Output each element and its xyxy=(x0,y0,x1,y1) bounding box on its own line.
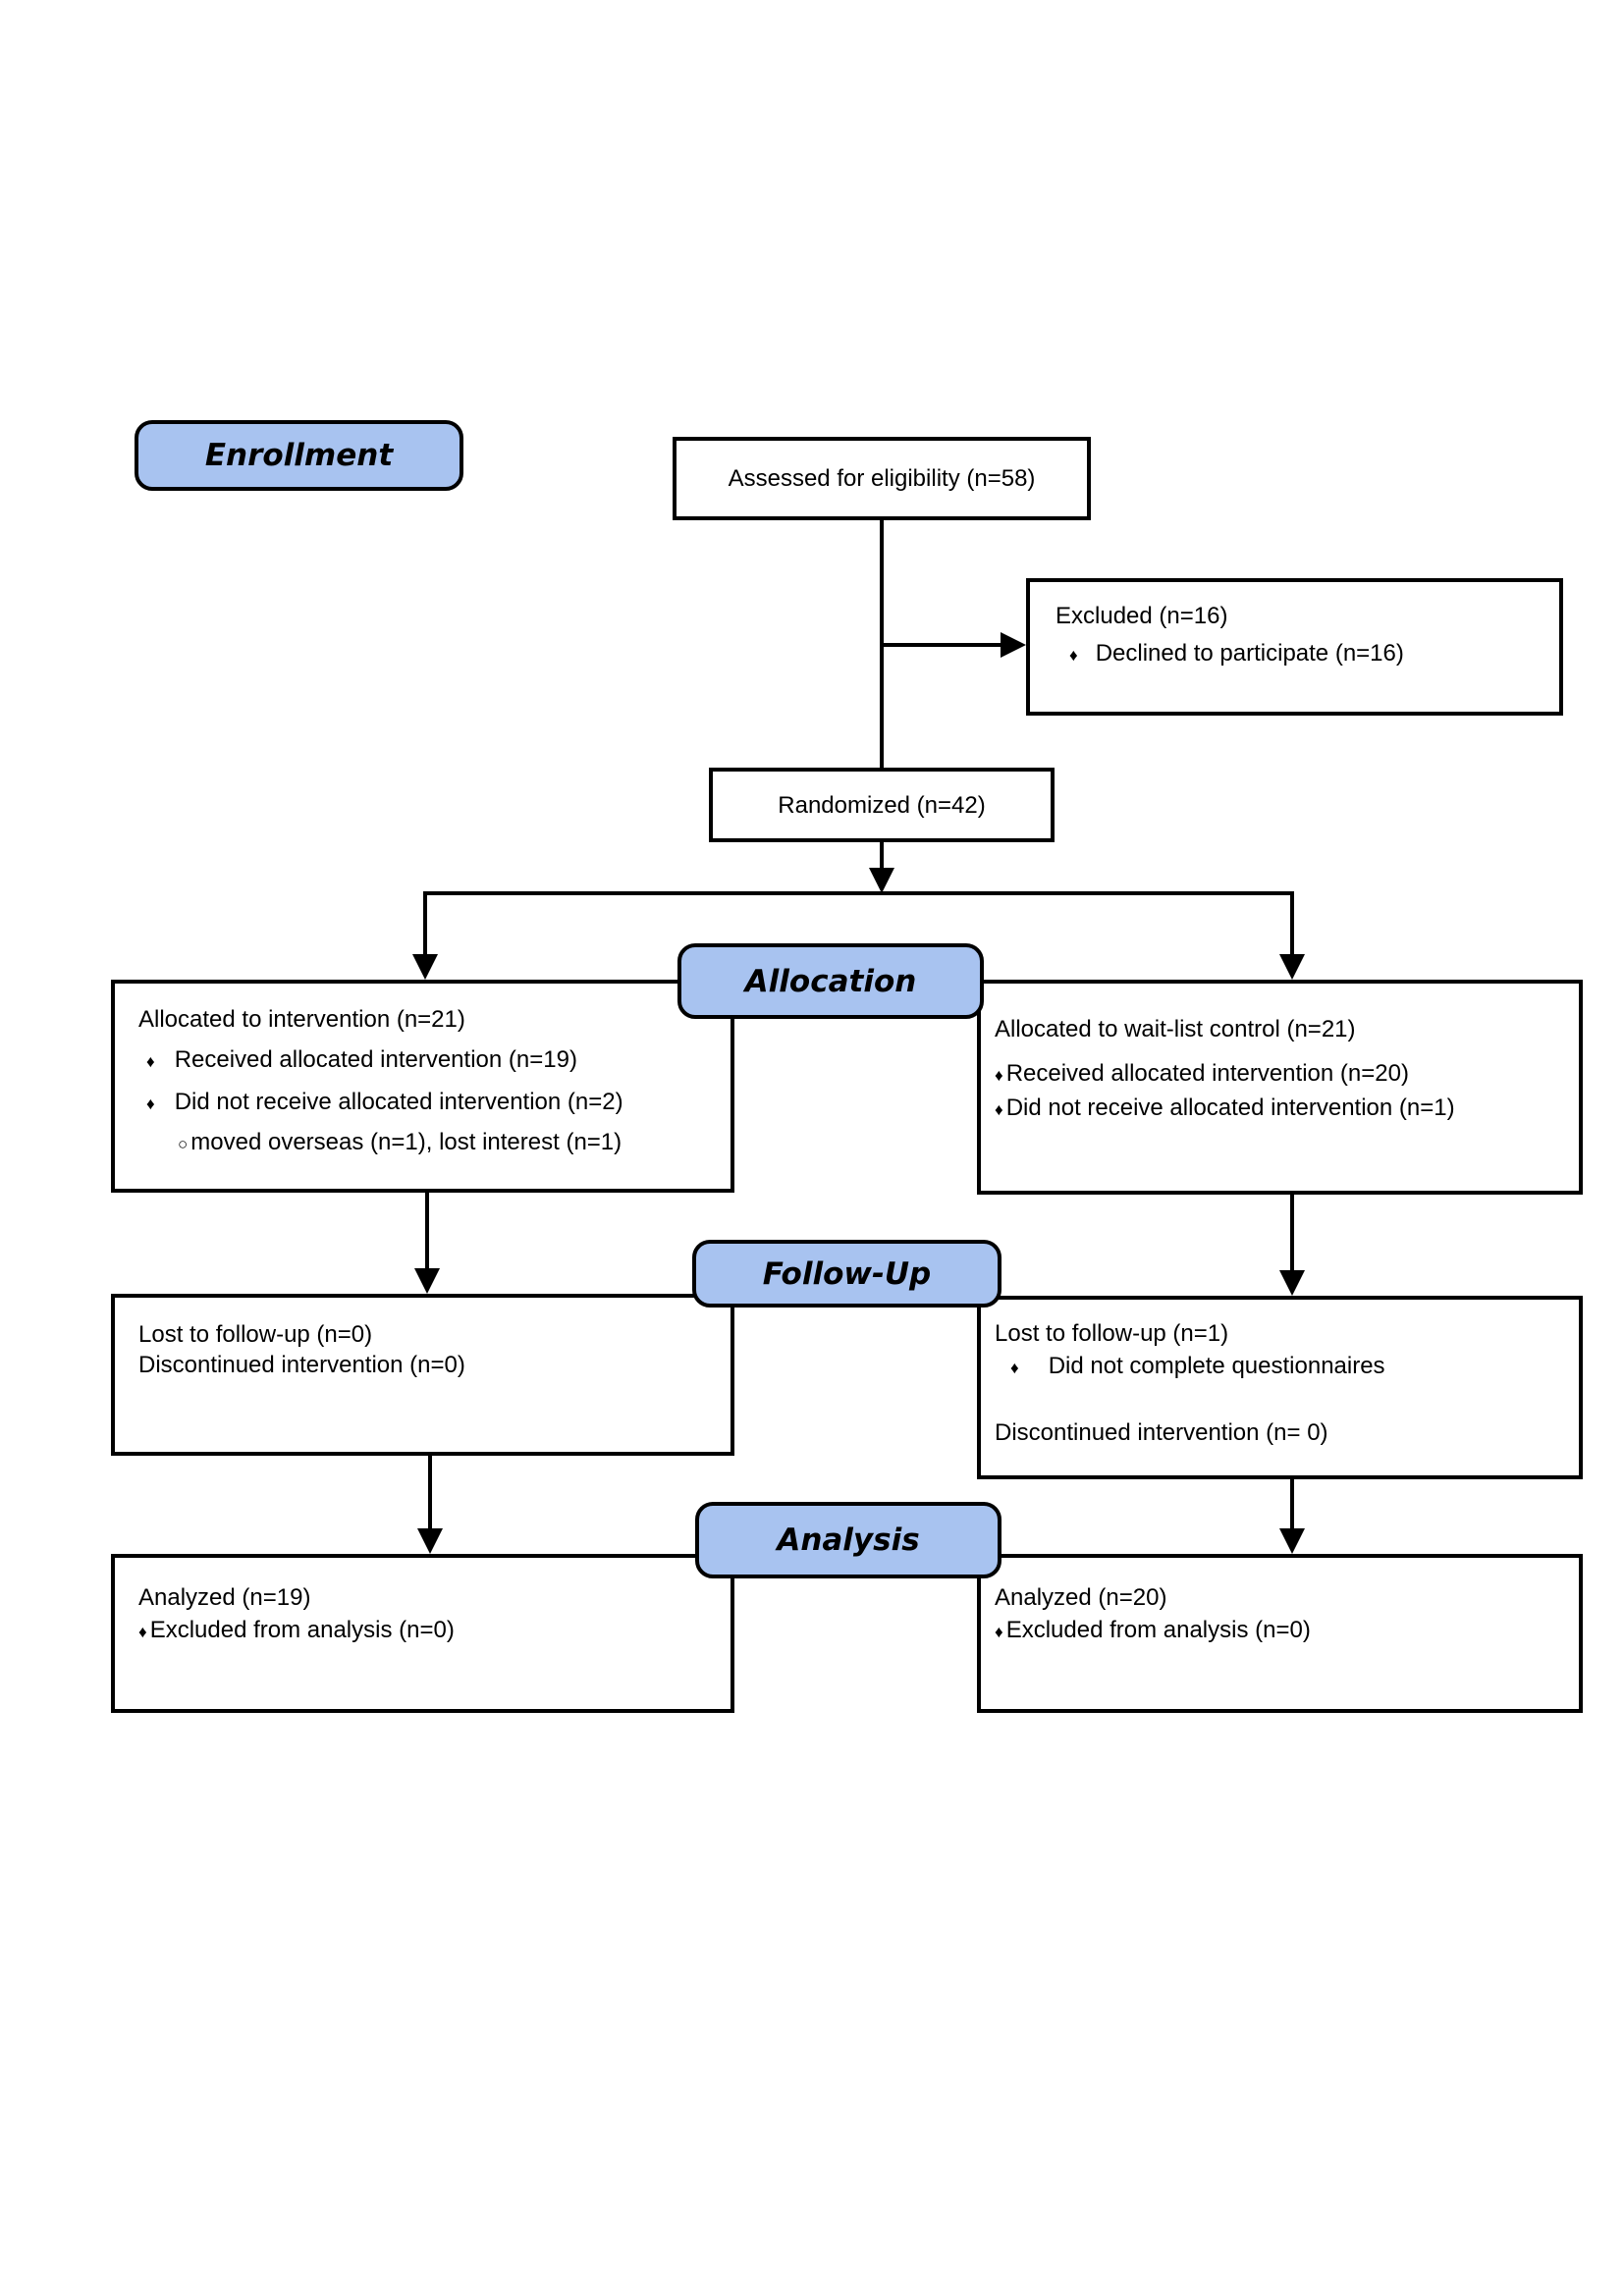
excluded-title: Excluded (n=16) xyxy=(1056,603,1228,629)
diamond-bullet-icon: ♦ xyxy=(146,1052,155,1071)
assessed-box: Assessed for eligibility (n=58) xyxy=(673,437,1091,520)
stage-analysis-label: Analysis xyxy=(777,1522,920,1558)
analysis-right-item-row: ♦ Excluded from analysis (n=0) xyxy=(995,1614,1573,1648)
followup-right-line2: Discontinued intervention (n= 0) xyxy=(995,1419,1328,1446)
followup-left-line2: Discontinued intervention (n=0) xyxy=(138,1352,465,1378)
diamond-bullet-icon: ♦ xyxy=(146,1095,155,1113)
diamond-bullet-icon: ♦ xyxy=(995,1623,1003,1641)
alloc-intervention-item1: Received allocated intervention (n=19) xyxy=(174,1046,577,1073)
followup-left-line1: Lost to follow-up (n=0) xyxy=(138,1321,373,1348)
followup-right-line1: Lost to follow-up (n=1) xyxy=(995,1320,1229,1347)
arrowhead-analysis-left xyxy=(417,1528,443,1554)
randomized-box: Randomized (n=42) xyxy=(709,768,1055,842)
alloc-control-item2-row: ♦ Did not receive allocated intervention… xyxy=(995,1092,1573,1126)
diamond-bullet-icon: ♦ xyxy=(995,1066,1003,1085)
connector-randomized-to-split xyxy=(880,842,884,870)
stage-analysis: Analysis xyxy=(695,1502,1001,1578)
split-line xyxy=(423,891,1294,895)
assessed-text: Assessed for eligibility (n=58) xyxy=(728,465,1036,492)
allocated-intervention-box: Allocated to intervention (n=21) ♦ Recei… xyxy=(111,980,734,1193)
analysis-control-box: Analyzed (n=20) ♦ Excluded from analysis… xyxy=(977,1554,1583,1713)
randomized-text: Randomized (n=42) xyxy=(778,791,986,819)
analysis-right-line1: Analyzed (n=20) xyxy=(995,1584,1167,1611)
connector-fu-to-analysis-right xyxy=(1290,1479,1294,1528)
spacer xyxy=(995,1384,1573,1416)
arrowhead-split xyxy=(869,868,894,893)
connector-to-excluded xyxy=(882,643,1003,647)
excluded-box: Excluded (n=16) ♦ Declined to participat… xyxy=(1026,578,1563,716)
analysis-right-item: Excluded from analysis (n=0) xyxy=(1005,1617,1311,1643)
followup-right-item: Did not complete questionnaires xyxy=(1048,1353,1385,1379)
followup-intervention-box: Lost to follow-up (n=0) Discontinued int… xyxy=(111,1294,734,1456)
connector-alloc-to-fu-left xyxy=(425,1193,429,1268)
circle-bullet-icon: ○ xyxy=(178,1135,189,1153)
followup-right-item-row: ♦ Did not complete questionnaires xyxy=(995,1350,1573,1384)
arrowhead-fu-left xyxy=(414,1268,440,1294)
alloc-intervention-item2-row: ♦ Did not receive allocated intervention… xyxy=(138,1086,725,1120)
diamond-bullet-icon: ♦ xyxy=(1069,646,1078,665)
arrowhead-excluded xyxy=(1001,632,1026,658)
alloc-control-item2: Did not receive allocated intervention (… xyxy=(1005,1095,1455,1121)
stage-follow-up-label: Follow-Up xyxy=(762,1255,932,1292)
alloc-control-item1-row: ♦ Received allocated intervention (n=20) xyxy=(995,1057,1573,1092)
stage-follow-up: Follow-Up xyxy=(692,1240,1001,1308)
arrowhead-fu-right xyxy=(1279,1270,1305,1296)
diamond-bullet-icon: ♦ xyxy=(995,1100,1003,1119)
followup-control-box: Lost to follow-up (n=1) ♦ Did not comple… xyxy=(977,1296,1583,1479)
stage-allocation-label: Allocation xyxy=(744,963,917,999)
excluded-item: Declined to participate (n=16) xyxy=(1095,640,1404,667)
arrowhead-analysis-right xyxy=(1279,1528,1305,1554)
stage-enrollment: Enrollment xyxy=(135,420,463,491)
alloc-intervention-item1-row: ♦ Received allocated intervention (n=19) xyxy=(138,1043,725,1078)
alloc-intervention-title: Allocated to intervention (n=21) xyxy=(138,1006,465,1033)
alloc-control-title: Allocated to wait-list control (n=21) xyxy=(995,1016,1356,1042)
arrowhead-alloc-left xyxy=(412,954,438,980)
alloc-intervention-subitem: moved overseas (n=1), lost interest (n=1… xyxy=(190,1129,623,1155)
stage-allocation: Allocation xyxy=(677,943,984,1019)
alloc-intervention-subitem-row: ○ moved overseas (n=1), lost interest (n… xyxy=(138,1126,725,1160)
analysis-left-item-row: ♦ Excluded from analysis (n=0) xyxy=(138,1614,725,1648)
stage-enrollment-label: Enrollment xyxy=(204,438,394,473)
arrowhead-alloc-right xyxy=(1279,954,1305,980)
diamond-bullet-icon: ♦ xyxy=(1010,1359,1019,1377)
analysis-left-item: Excluded from analysis (n=0) xyxy=(149,1617,455,1643)
connector-split-to-alloc-left xyxy=(423,891,427,954)
analysis-intervention-box: Analyzed (n=19) ♦ Excluded from analysis… xyxy=(111,1554,734,1713)
connector-split-to-alloc-right xyxy=(1290,891,1294,954)
connector-alloc-to-fu-right xyxy=(1290,1195,1294,1270)
connector-fu-to-analysis-left xyxy=(428,1456,432,1528)
allocated-control-box: Allocated to wait-list control (n=21) ♦ … xyxy=(977,980,1583,1195)
alloc-control-item1: Received allocated intervention (n=20) xyxy=(1005,1060,1409,1087)
analysis-left-line1: Analyzed (n=19) xyxy=(138,1584,311,1611)
diamond-bullet-icon: ♦ xyxy=(138,1623,147,1641)
excluded-item-row: ♦ Declined to participate (n=16) xyxy=(1056,635,1553,674)
alloc-intervention-item2: Did not receive allocated intervention (… xyxy=(174,1089,623,1115)
